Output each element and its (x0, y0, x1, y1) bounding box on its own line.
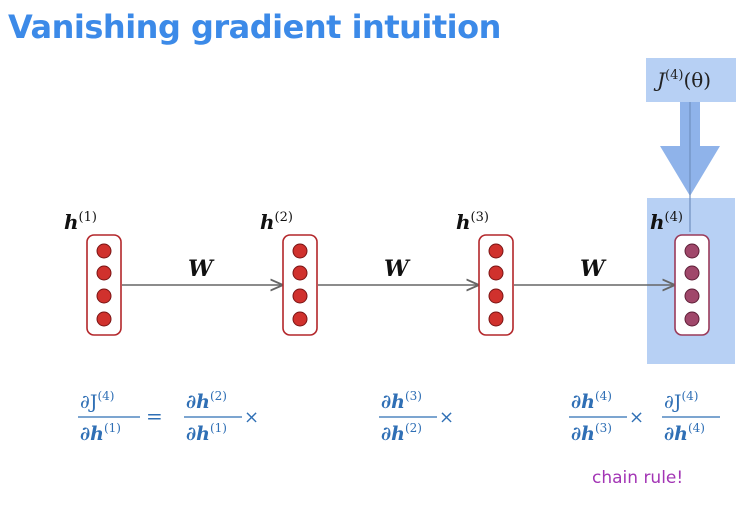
hidden-state-1: h(1) (64, 210, 122, 336)
weight-label-2: W (384, 256, 411, 282)
equation-term-3: ∂h(4) ∂h(3) (569, 389, 627, 445)
svg-text:∂h(3): ∂h(3) (381, 389, 422, 413)
equation-term-2: ∂h(3) ∂h(2) (379, 389, 437, 445)
hidden-state-2-label: h(2) (260, 210, 293, 234)
hidden-state-3-label: h(3) (456, 210, 489, 234)
slide-title: Vanishing gradient intuition (8, 8, 501, 46)
equation-times-1: × (244, 407, 259, 428)
svg-text:∂h(3): ∂h(3) (571, 421, 612, 445)
hidden-state-3: h(3) (456, 210, 514, 336)
svg-text:∂h(2): ∂h(2) (381, 421, 422, 445)
loss-highlight-box (646, 58, 736, 102)
equation-term-4: ∂J(4) ∂h(4) (662, 389, 720, 445)
weight-label-1: W (188, 256, 215, 282)
equation-lhs: ∂J(4) ∂h(1) (78, 389, 140, 445)
equation-times-3: × (629, 407, 644, 428)
equation-term-1: ∂h(2) ∂h(1) (184, 389, 242, 445)
svg-text:∂h(2): ∂h(2) (186, 389, 227, 413)
svg-text:∂h(1): ∂h(1) (186, 421, 227, 445)
equation-equals: = (146, 404, 163, 428)
hidden-state-4-label: h(4) (650, 210, 683, 234)
equation-times-2: × (439, 407, 454, 428)
chain-rule-annotation: chain rule! (592, 468, 684, 488)
svg-text:∂h(1): ∂h(1) (80, 421, 121, 445)
hidden-state-1-label: h(1) (64, 210, 97, 234)
svg-text:∂h(4): ∂h(4) (664, 421, 705, 445)
hidden-state-2: h(2) (260, 210, 318, 336)
weight-label-3: W (580, 256, 607, 282)
svg-text:∂J(4): ∂J(4) (664, 389, 698, 413)
svg-text:∂h(4): ∂h(4) (571, 389, 612, 413)
svg-text:∂J(4): ∂J(4) (80, 389, 114, 413)
hidden-state-4: h(4) (650, 210, 710, 336)
loss-label: J(4)(θ) (653, 68, 711, 92)
